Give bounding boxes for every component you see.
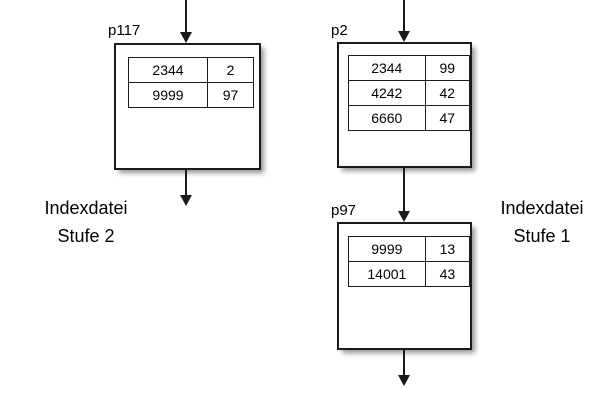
arrow-into-p117-head <box>180 32 192 43</box>
cell-key: 2344 <box>128 57 208 83</box>
cell-key: 14001 <box>348 261 426 287</box>
arrow-out-of-p97-line <box>403 350 405 378</box>
cell-pointer: 99 <box>424 55 471 81</box>
table-row: 4242 42 <box>348 80 471 106</box>
cell-pointer: 13 <box>424 236 471 262</box>
block-p2: 2344 99 4242 42 6660 47 <box>337 42 472 168</box>
cell-pointer: 97 <box>207 82 254 108</box>
entry-table-p2: 2344 99 4242 42 6660 47 <box>348 55 471 131</box>
table-row: 6660 47 <box>348 105 471 131</box>
cell-key: 4242 <box>348 80 426 106</box>
caption-right-line2: Stufe 1 <box>513 226 571 246</box>
arrow-p2-to-p97-head <box>398 211 410 222</box>
table-row: 9999 97 <box>128 82 254 108</box>
cell-pointer: 43 <box>424 261 471 287</box>
cell-pointer: 42 <box>424 80 471 106</box>
caption-indexdatei-stufe-1: Indexdatei Stufe 1 <box>482 194 602 250</box>
cell-key: 6660 <box>348 105 426 131</box>
caption-left-line2: Stufe 2 <box>57 226 115 246</box>
table-row: 14001 43 <box>348 261 471 287</box>
cell-key: 9999 <box>348 236 426 262</box>
cell-key: 9999 <box>128 82 208 108</box>
arrow-into-p117-line <box>185 0 187 34</box>
arrow-into-p2-head <box>398 31 410 42</box>
caption-right-line1: Indexdatei <box>500 198 584 218</box>
table-row: 2344 2 <box>128 57 254 83</box>
arrow-out-of-p117-line <box>185 170 187 198</box>
arrow-out-of-p97-head <box>398 375 410 386</box>
block-label-p97: p97 <box>331 202 357 219</box>
cell-key: 2344 <box>348 55 426 81</box>
arrow-out-of-p117-head <box>180 195 192 206</box>
entry-table-p97: 9999 13 14001 43 <box>348 236 471 287</box>
entry-table-p117: 2344 2 9999 97 <box>128 57 254 108</box>
cell-pointer: 47 <box>424 105 471 131</box>
block-p97: 9999 13 14001 43 <box>337 222 472 350</box>
table-row: 9999 13 <box>348 236 471 262</box>
block-label-p2: p2 <box>331 22 348 39</box>
block-p117: 2344 2 9999 97 <box>114 43 261 170</box>
block-label-p117: p117 <box>108 22 141 39</box>
caption-left-line1: Indexdatei <box>44 198 128 218</box>
arrow-p2-to-p97-line <box>403 168 405 213</box>
caption-indexdatei-stufe-2: Indexdatei Stufe 2 <box>10 194 162 250</box>
table-row: 2344 99 <box>348 55 471 81</box>
arrow-into-p2-line <box>403 0 405 33</box>
cell-pointer: 2 <box>207 57 254 83</box>
